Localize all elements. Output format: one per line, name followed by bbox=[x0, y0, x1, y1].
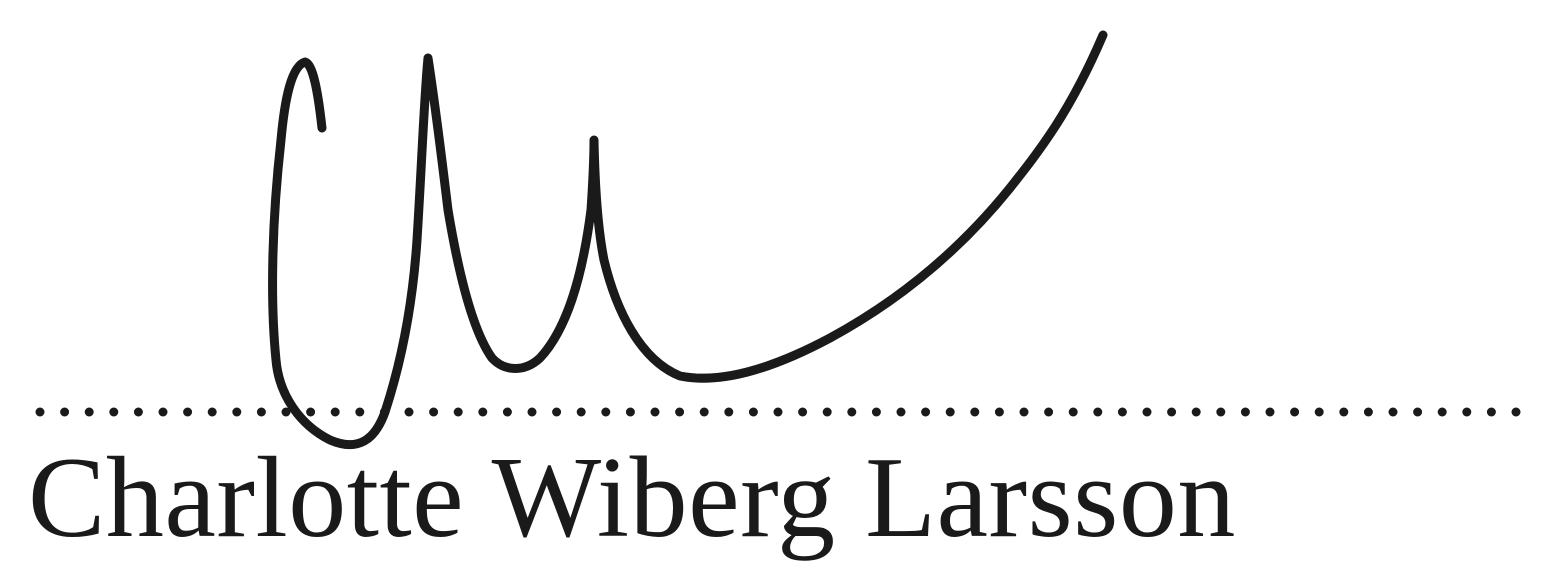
signatory-name: Charlotte Wiberg Larsson bbox=[28, 434, 1236, 562]
signature-line-dot bbox=[1167, 407, 1177, 417]
signature-line-dot bbox=[1511, 407, 1521, 417]
signature-line-dot bbox=[1290, 407, 1300, 417]
signature-line-dot bbox=[675, 407, 685, 417]
signature-line-dot bbox=[502, 407, 512, 417]
signature-line-dot bbox=[527, 407, 537, 417]
signature-line-dot bbox=[1240, 407, 1250, 417]
signature-stroke bbox=[268, 30, 1108, 450]
signature-line-dot bbox=[183, 407, 193, 417]
signature-line-dot bbox=[601, 407, 611, 417]
signature-line-dot bbox=[1363, 407, 1373, 417]
signature-line-dot bbox=[871, 407, 881, 417]
signature-line-dot bbox=[970, 407, 980, 417]
signature-line-dot bbox=[1486, 407, 1496, 417]
signature-line-dot bbox=[1413, 407, 1423, 417]
signature-line-dot bbox=[478, 407, 488, 417]
signature-line-dot bbox=[625, 407, 635, 417]
signature-line-dot bbox=[1142, 407, 1152, 417]
signature-line-dot bbox=[109, 407, 119, 417]
signature-line-dot bbox=[896, 407, 906, 417]
signature-line-dot bbox=[207, 407, 217, 417]
signature-line-dot bbox=[60, 407, 70, 417]
signature-line-dot bbox=[1093, 407, 1103, 417]
signature-line-dot bbox=[773, 407, 783, 417]
signature-line-dot bbox=[1216, 407, 1226, 417]
signature-line-dot bbox=[35, 407, 45, 417]
signature-line-dot bbox=[1191, 407, 1201, 417]
signature-line-dot bbox=[379, 407, 389, 417]
signature-line-dot bbox=[453, 407, 463, 417]
signature-line-dot bbox=[1314, 407, 1324, 417]
signature-line-dot bbox=[256, 407, 266, 417]
signature-line-dot bbox=[650, 407, 660, 417]
signature-line-dot bbox=[994, 407, 1004, 417]
signature-line-dot bbox=[552, 407, 562, 417]
signature-line-dot bbox=[429, 407, 439, 417]
signature-line-dot bbox=[158, 407, 168, 417]
signature-line-dot bbox=[355, 407, 365, 417]
signature-line-dot bbox=[404, 407, 414, 417]
signature-line-dot bbox=[748, 407, 758, 417]
handwritten-signature bbox=[268, 30, 1108, 450]
signature-line-dot bbox=[798, 407, 808, 417]
signature-line-dot bbox=[1019, 407, 1029, 417]
signature-line-dot bbox=[945, 407, 955, 417]
signature-line-dot bbox=[1339, 407, 1349, 417]
signature-line-dot bbox=[1462, 407, 1472, 417]
signature-line-dot bbox=[921, 407, 931, 417]
signature-line-dot bbox=[1265, 407, 1275, 417]
signature-line-dot bbox=[1044, 407, 1054, 417]
signature-line-dot bbox=[576, 407, 586, 417]
signature-line-dot bbox=[1437, 407, 1447, 417]
signature-line-dot bbox=[699, 407, 709, 417]
signature-line-dot bbox=[1388, 407, 1398, 417]
signature-line-dot bbox=[330, 407, 340, 417]
signature-line-dot bbox=[847, 407, 857, 417]
signature-line-dot bbox=[232, 407, 242, 417]
signature-line-dot bbox=[133, 407, 143, 417]
signature-line-dot bbox=[1068, 407, 1078, 417]
signature-line-dot bbox=[822, 407, 832, 417]
signature-line bbox=[35, 407, 1521, 417]
signature-line-dot bbox=[84, 407, 94, 417]
signature-line-dot bbox=[1117, 407, 1127, 417]
signature-line-dot bbox=[306, 407, 316, 417]
signature-line-dot bbox=[281, 407, 291, 417]
signature-line-dot bbox=[724, 407, 734, 417]
